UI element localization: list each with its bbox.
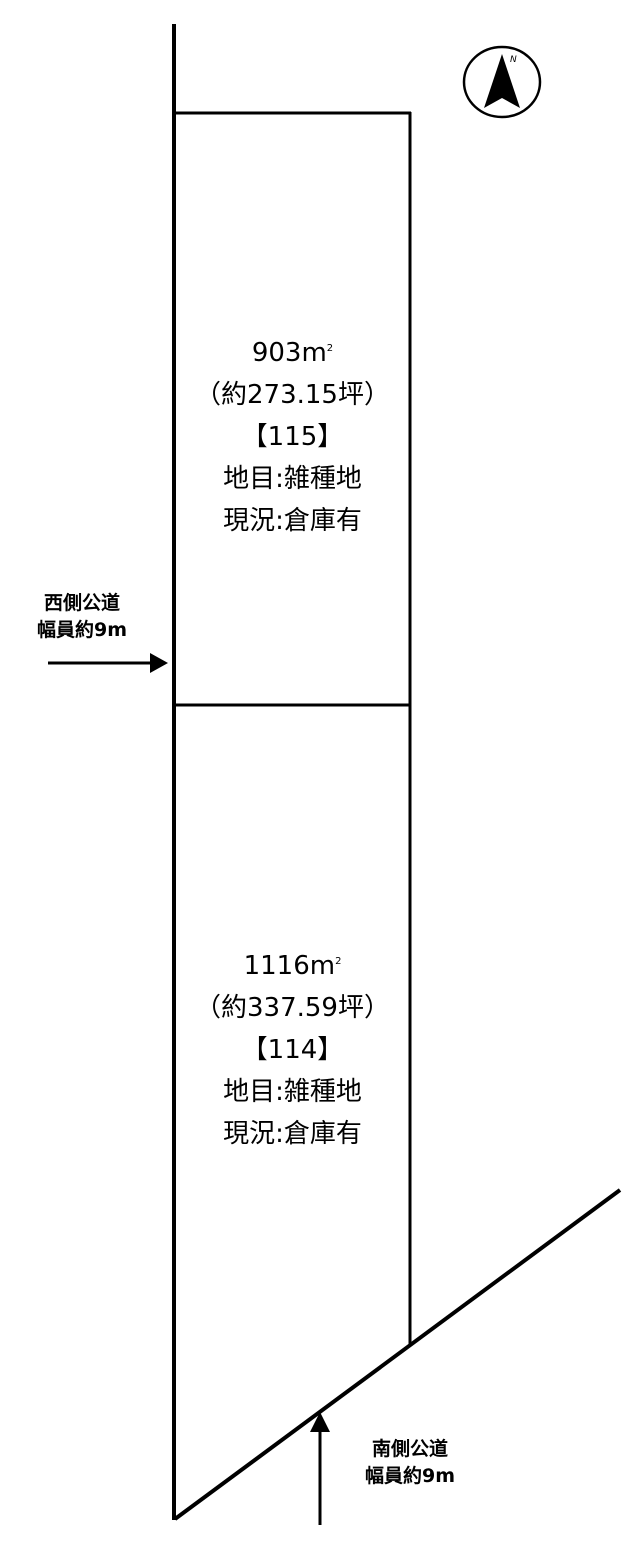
- west-road-label: 西側公道 幅員約9m: [22, 590, 142, 644]
- lot-114-area: 1116m2: [243, 951, 342, 981]
- lot-115-land-category: 地目:雑種地: [223, 464, 362, 494]
- lot-115-current-status: 現況:倉庫有: [223, 506, 362, 536]
- lot-114-number: 【114】: [241, 1035, 344, 1065]
- south-road-arrow-icon: [310, 1412, 330, 1525]
- south-road-name: 南側公道: [371, 1438, 448, 1460]
- lot-115-number: 【115】: [241, 422, 344, 452]
- compass-n-label: N: [510, 55, 517, 65]
- west-road-name: 西側公道: [43, 592, 120, 614]
- lot-114-tsubo: （約337.59坪）: [195, 993, 390, 1023]
- south-road-width: 幅員約9m: [364, 1465, 456, 1487]
- lot-115-info: 903m2 （約273.15坪） 【115】 地目:雑種地 現況:倉庫有: [195, 332, 390, 542]
- west-road-width: 幅員約9m: [36, 619, 128, 641]
- lot-115-area: 903m2: [251, 338, 334, 368]
- west-road-arrow-icon: [48, 653, 168, 673]
- lot-115-tsubo: （約273.15坪）: [195, 380, 390, 410]
- lot-114-info: 1116m2 （約337.59坪） 【114】 地目:雑種地 現況:倉庫有: [195, 945, 390, 1155]
- lot-114-land-category: 地目:雑種地: [223, 1077, 362, 1107]
- south-road-label: 南側公道 幅員約9m: [350, 1436, 470, 1490]
- north-arrow-icon: N: [462, 45, 542, 119]
- lot-114-current-status: 現況:倉庫有: [223, 1119, 362, 1149]
- south-road-edge-line: [173, 1188, 622, 1521]
